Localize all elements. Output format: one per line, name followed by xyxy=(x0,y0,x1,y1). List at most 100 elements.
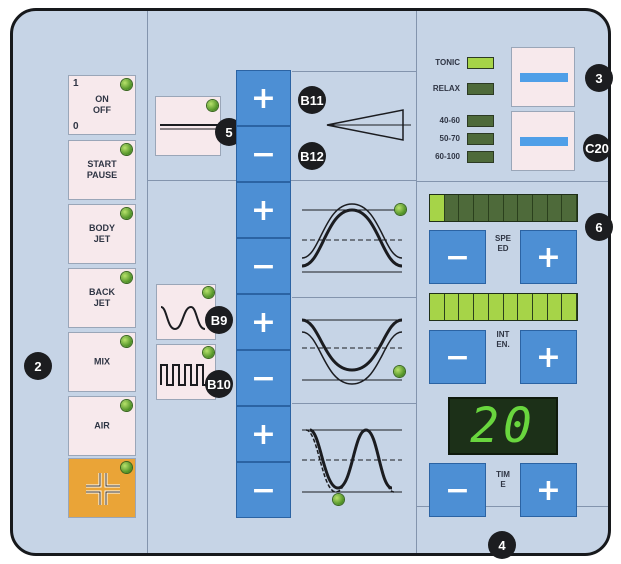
level-segment xyxy=(488,294,504,320)
row-divider xyxy=(416,181,608,182)
speed-label: SPEED xyxy=(494,234,511,253)
range-select-button[interactable] xyxy=(511,111,575,171)
indicator-light xyxy=(121,272,132,283)
on-off-label: ON OFF xyxy=(93,94,111,115)
tonic-label: TONIC xyxy=(435,58,460,67)
mix-label: MIX xyxy=(93,356,110,367)
level-segment xyxy=(562,195,578,221)
on-number: 1 xyxy=(73,78,79,89)
level-segment xyxy=(518,195,533,221)
time-plus-button[interactable]: + xyxy=(520,463,577,517)
taper-plus-button[interactable]: + xyxy=(236,70,291,126)
range-50-70-led xyxy=(467,133,494,145)
indicator-light xyxy=(395,204,406,215)
indicator-light xyxy=(121,144,132,155)
wave1-plus-button[interactable]: + xyxy=(236,182,291,238)
range-50-70-label: 50-70 xyxy=(439,134,460,143)
sine-wave-icon xyxy=(160,305,206,331)
sine-wave-diagram-2 xyxy=(301,318,403,385)
wave2-minus-button[interactable]: − xyxy=(236,350,291,406)
callout-6: 6 xyxy=(585,213,613,241)
indicator-light xyxy=(394,366,405,377)
mix-button[interactable]: MIX xyxy=(68,332,136,392)
indicator-light xyxy=(121,336,132,347)
back-jet-button[interactable]: BACK JET xyxy=(68,268,136,328)
level-segment xyxy=(459,294,475,320)
wave3-plus-button[interactable]: + xyxy=(236,406,291,462)
square-wave-icon xyxy=(160,364,209,386)
wave3-minus-button[interactable]: − xyxy=(236,462,291,518)
intensity-label: INTEN. xyxy=(496,330,510,349)
start-pause-label: START PAUSE xyxy=(86,159,118,180)
sine-wave-diagram-3 xyxy=(302,428,402,493)
row-divider xyxy=(292,403,416,404)
indicator-light xyxy=(207,100,218,111)
level-segment xyxy=(488,195,504,221)
wave2-plus-button[interactable]: + xyxy=(236,294,291,350)
flat-line-icon xyxy=(160,124,218,130)
speed-level-bar xyxy=(429,194,578,222)
taper-minus-button[interactable]: − xyxy=(236,126,291,182)
on-off-button[interactable]: 1 0 ON OFF xyxy=(68,75,136,135)
indicator-light xyxy=(121,208,132,219)
callout-4: 4 xyxy=(488,531,516,559)
air-label: AIR xyxy=(94,420,110,431)
column-divider xyxy=(416,11,417,553)
air-button[interactable]: AIR xyxy=(68,396,136,456)
body-jet-button[interactable]: BODY JET xyxy=(68,204,136,264)
sine-wave-diagram-1 xyxy=(301,203,403,273)
indicator-light xyxy=(203,287,214,298)
time-minus-button[interactable]: − xyxy=(429,463,486,517)
level-segment xyxy=(518,294,533,320)
body-jet-label: BODY JET xyxy=(88,223,115,244)
indicator-light xyxy=(333,494,344,505)
mode-select-button[interactable] xyxy=(511,47,575,107)
range-60-100-label: 60-100 xyxy=(435,152,460,161)
tonic-led xyxy=(467,57,494,69)
taper-icon xyxy=(326,109,411,141)
level-segment xyxy=(547,294,563,320)
indicator-light xyxy=(121,462,132,473)
callout-b12: B12 xyxy=(298,142,326,170)
level-segment xyxy=(444,195,460,221)
row-divider xyxy=(292,297,416,298)
level-segment xyxy=(547,195,563,221)
level-segment xyxy=(430,294,445,320)
level-segment xyxy=(503,294,519,320)
level-segment xyxy=(532,294,548,320)
intensity-minus-button[interactable]: − xyxy=(429,330,486,384)
time-display: 20 xyxy=(448,397,558,455)
relax-led xyxy=(467,83,494,95)
speed-minus-button[interactable]: − xyxy=(429,230,486,284)
column-divider xyxy=(147,11,148,553)
wave1-minus-button[interactable]: − xyxy=(236,238,291,294)
indicator-light xyxy=(121,79,132,90)
speed-plus-button[interactable]: + xyxy=(520,230,577,284)
row-divider xyxy=(416,506,608,507)
callout-2: 2 xyxy=(24,352,52,380)
level-segment xyxy=(503,195,519,221)
level-segment xyxy=(474,195,489,221)
back-jet-label: BACK JET xyxy=(89,287,115,308)
intensity-plus-button[interactable]: + xyxy=(520,330,577,384)
level-segment xyxy=(532,195,548,221)
intensity-level-bar xyxy=(429,293,578,321)
off-number: 0 xyxy=(73,121,79,132)
row-divider xyxy=(292,71,416,72)
level-segment xyxy=(562,294,578,320)
cross-arrows-button[interactable] xyxy=(68,458,136,518)
indicator-light xyxy=(121,400,132,411)
level-segment xyxy=(474,294,489,320)
range-60-100-led xyxy=(467,151,494,163)
range-40-60-led xyxy=(467,115,494,127)
range-bar xyxy=(520,137,568,146)
cross-arrows-icon xyxy=(86,473,120,505)
taper-mode-button[interactable] xyxy=(155,96,221,156)
start-pause-button[interactable]: START PAUSE xyxy=(68,140,136,200)
callout-c20: C20 xyxy=(583,134,611,162)
level-segment xyxy=(444,294,460,320)
relax-label: RELAX xyxy=(432,84,460,93)
callout-b11: B11 xyxy=(298,86,326,114)
callout-b10: B10 xyxy=(205,370,233,398)
